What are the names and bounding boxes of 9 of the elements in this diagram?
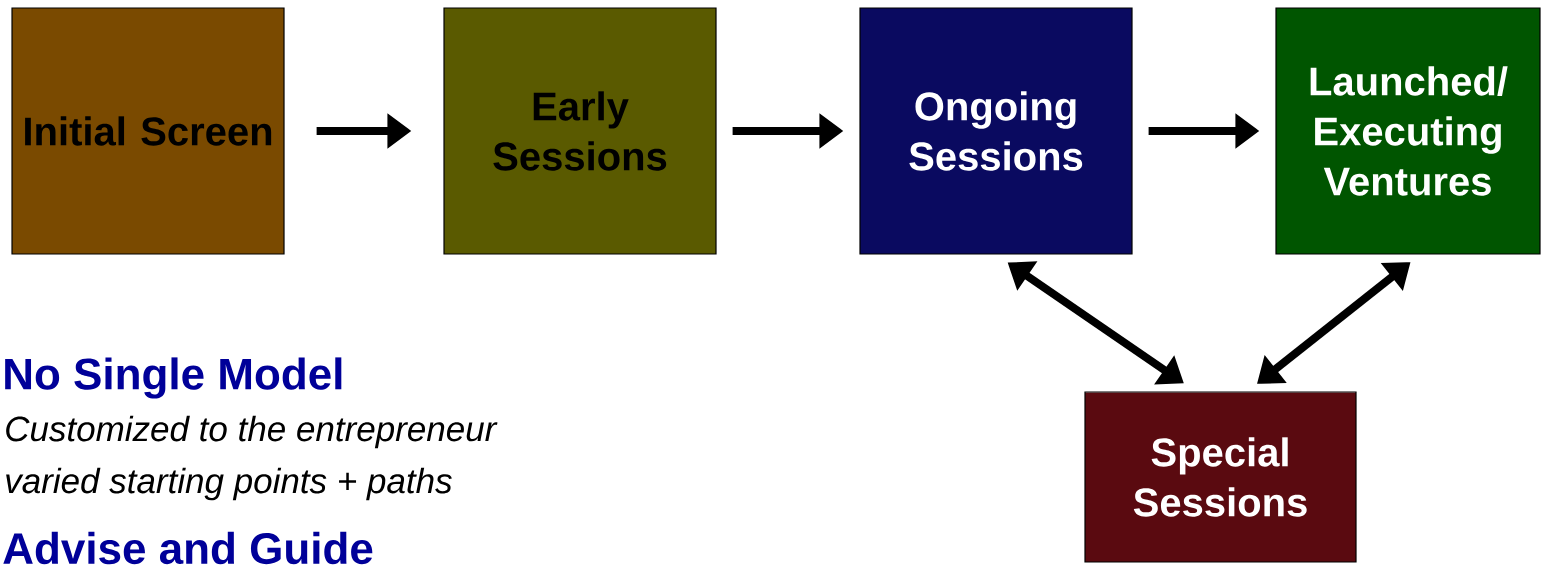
process-box: Special Sessions [1084, 391, 1357, 563]
process-box: Ongoing Sessions [859, 7, 1133, 255]
heading: Advise and Guide [3, 531, 373, 565]
heading: No Single Model [5, 357, 342, 399]
note-text: varied starting points + paths [6, 467, 452, 501]
process-box: Launched/ Executing Ventures [1275, 7, 1541, 255]
process-box: Early Sessions [443, 7, 717, 255]
process-box: Initial Screen [11, 7, 285, 255]
note-text: Customized to the entrepreneur [6, 415, 498, 449]
